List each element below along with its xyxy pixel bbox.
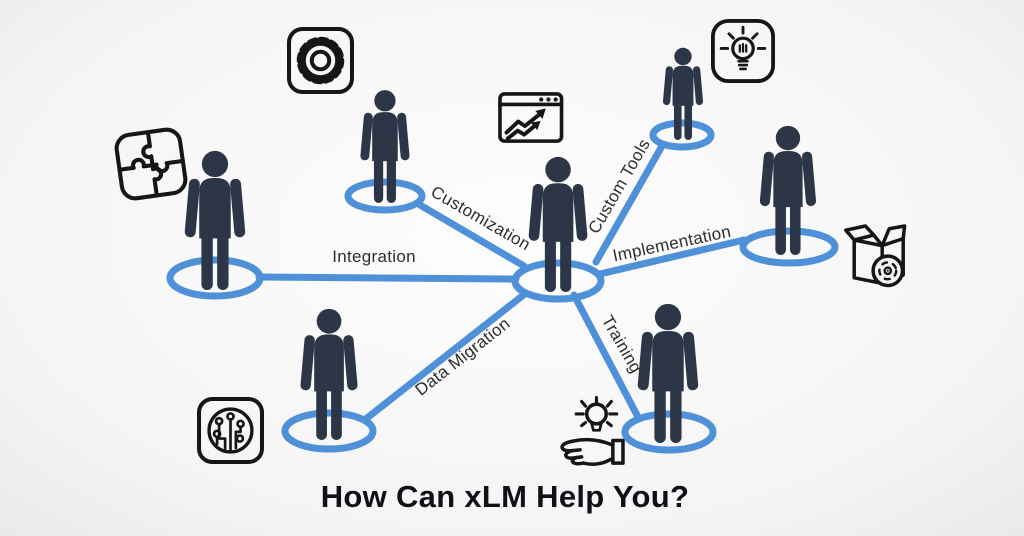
base-ring <box>511 259 605 303</box>
person-figure-central <box>528 156 588 292</box>
base-ring <box>281 409 377 453</box>
person-figure-bottom-right <box>637 303 699 443</box>
circuit-board-icon <box>197 397 265 465</box>
connector-line-data-migration <box>363 289 530 422</box>
connector-line-customization <box>416 201 528 270</box>
page-title: How Can xLM Help You? <box>320 479 690 514</box>
person-figure-left <box>184 150 246 290</box>
base-ring <box>649 119 715 151</box>
connector-line-training <box>570 291 642 421</box>
connector-line-custom-tools <box>592 142 666 266</box>
base-ring <box>739 227 839 267</box>
base-ring <box>344 178 426 214</box>
connection-label-training: Training <box>598 312 646 376</box>
base-ring <box>621 410 717 454</box>
base-ring <box>166 256 264 300</box>
puzzle-icon <box>114 127 188 201</box>
person-figure-bottom-left <box>300 308 358 440</box>
software-box-cd-icon <box>844 224 907 288</box>
connection-label-data-migration: Data Migration <box>412 314 514 400</box>
connector-lines <box>255 142 748 422</box>
base-rings <box>166 119 839 454</box>
hand-lightbulb-icon <box>560 396 625 466</box>
lightbulb-badge-icon <box>711 19 776 84</box>
connector-line-integration <box>255 273 520 283</box>
gear-icon <box>287 27 355 95</box>
connection-label-integration: Integration <box>332 247 416 266</box>
browser-chart-icon <box>498 92 564 143</box>
connector-line-implementation <box>596 236 748 278</box>
